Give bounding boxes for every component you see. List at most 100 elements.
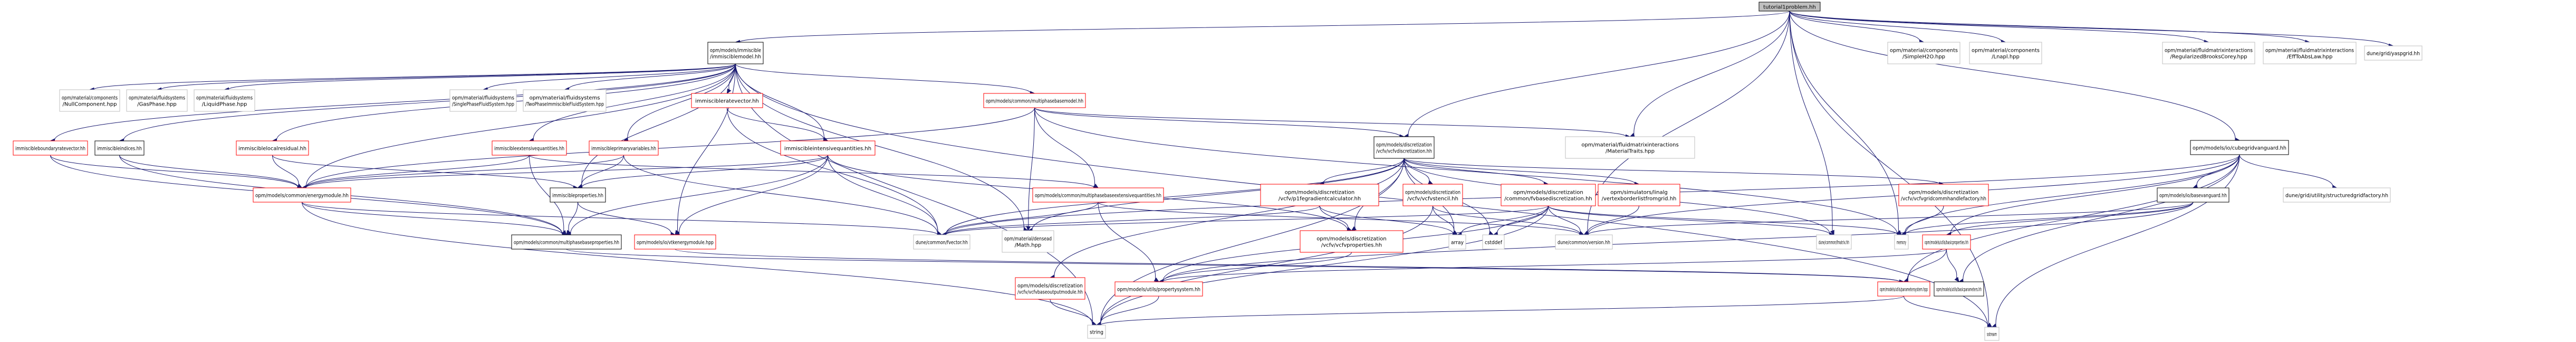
node-label: /vcfv/p1fegradientcalculator.hh	[1279, 196, 1361, 202]
edge-immiq-to-energy	[301, 155, 828, 190]
node-label: opm/simulators/linalg	[1610, 190, 1667, 196]
arrowhead	[1954, 277, 1959, 282]
node-label: opm/material/densead	[1004, 236, 1052, 242]
node-label: string	[1090, 330, 1103, 336]
arrowhead	[296, 184, 303, 188]
edge-immprops-to-mpbprops	[566, 202, 578, 236]
arrowhead	[566, 230, 571, 236]
node-basevang[interactable]: opm/models/io/basevanguard.hh	[2157, 187, 2229, 203]
node-fvbasedisc[interactable]: opm/models/discretization/common/fvbased…	[1501, 184, 1596, 206]
edge-mpbmodel-to-memory	[1034, 107, 1902, 237]
node-box	[59, 89, 120, 112]
node-root[interactable]: tutorial1problem.hh	[1758, 2, 1821, 12]
node-mpbprops[interactable]: opm/models/common/multiphasebaseproperti…	[511, 234, 622, 250]
node-label: opm/material/components	[62, 96, 118, 101]
node-label: /LiquidPhase.hpp	[202, 102, 247, 108]
node-propsys[interactable]: opm/models/utils/propertysystem.hh	[1114, 281, 1203, 297]
node-vcfvgch[interactable]: opm/models/discretization/vcfv/vcfvgridc…	[1898, 184, 1989, 206]
node-vcfvdisc[interactable]: opm/models/discretization/vcfv/vcfvdiscr…	[1373, 136, 1435, 159]
node-label: /vertexborderlistfromgrid.hh	[1602, 196, 1677, 202]
node-label: /common/fvbasediscretization.hh	[1504, 196, 1592, 202]
node-label: immiscibleprimaryvariables.hh	[591, 146, 656, 152]
node-box	[1758, 2, 1821, 12]
arrowhead	[1351, 226, 1357, 231]
node-basicprops[interactable]: opm/models/utils/basicproperties.hh	[1922, 234, 1971, 250]
edge-paramsys-to-sstream	[1904, 296, 1993, 329]
edge-mpbmodel-to-mpbext	[1034, 107, 1099, 188]
node-vcfvbom[interactable]: opm/models/discretization/vcfv/vcfvbaseo…	[1015, 277, 1085, 300]
node-box	[492, 140, 567, 156]
node-box	[2283, 187, 2391, 203]
node-label: opm/models/io/vtkenergymodule.hpp	[637, 240, 714, 246]
node-box	[1002, 230, 1054, 253]
node-immiq[interactable]: immiscibleintensivequantities.hh	[780, 140, 876, 156]
node-label: /RegularizedBrooksCorey.hpp	[2170, 54, 2247, 60]
node-basicparams[interactable]: opm/models/utils/basicparameters.hh	[1934, 281, 1984, 297]
node-label: immiscibleindices.hh	[97, 146, 142, 152]
node-box	[1598, 184, 1680, 206]
node-box	[1260, 184, 1379, 206]
node-p1fe[interactable]: opm/models/discretization/vcfv/p1fegradi…	[1260, 184, 1379, 206]
node-energy[interactable]: opm/models/common/energymodule.hh	[253, 187, 351, 203]
arrowhead	[1154, 277, 1160, 282]
arrowhead	[1427, 180, 1434, 185]
node-label: opm/models/discretization	[1017, 283, 1083, 289]
node-spfs: opm/material/fluidsystems/SinglePhaseFlu…	[449, 89, 517, 112]
node-label: /MaterialTraits.hpp	[1606, 149, 1655, 155]
edge-root-to-immmodel	[735, 11, 1790, 45]
node-label: opm/models/utils/basicparameters.hh	[1936, 287, 1982, 293]
node-box	[253, 187, 351, 203]
node-cubegrid[interactable]: opm/models/io/cubegridvanguard.hh	[2190, 140, 2289, 155]
node-box	[13, 140, 88, 156]
node-box	[1501, 184, 1596, 206]
edge-paramsys-to-string	[1095, 296, 1904, 328]
node-yasp: dune/grid/yaspgrid.hh	[2364, 45, 2423, 61]
node-simpleh2o: opm/material/components/SimpleH2O.hpp	[1887, 42, 1960, 64]
edge-immrate-to-fvector	[727, 107, 943, 236]
node-box	[2162, 42, 2255, 64]
node-vblfg[interactable]: opm/simulators/linalg/vertexborderlistfr…	[1598, 184, 1680, 206]
node-mpbext[interactable]: opm/models/common/multiphasebaseextensiv…	[1032, 187, 1164, 203]
node-label: sstream	[1987, 332, 1997, 338]
node-label: opm/material/components	[1890, 48, 1958, 54]
node-immidx[interactable]: immiscibleindices.hh	[94, 140, 145, 156]
node-label: /NullComponent.hpp	[62, 102, 117, 108]
node-mpbmodel[interactable]: opm/models/common/multiphasebasemodel.hh	[983, 93, 1086, 108]
node-label: opm/models/utils/basicproperties.hh	[1925, 240, 1968, 246]
node-immmodel[interactable]: opm/models/immiscible/immisciblemodel.hh	[707, 42, 764, 64]
node-immbrv[interactable]: immiscibleboundaryratevector.hh	[13, 140, 88, 156]
node-immprops[interactable]: immiscibleproperties.hh	[550, 187, 606, 203]
node-label: memory	[1897, 240, 1906, 246]
node-vtkenergy[interactable]: opm/models/io/vtkenergymodule.hpp	[634, 234, 716, 250]
node-label: immiscibleboundaryratevector.hh	[15, 146, 85, 152]
edge-immpv-to-fvector	[623, 155, 943, 237]
node-box	[2263, 42, 2357, 64]
arrowhead	[1830, 230, 1834, 236]
node-memory: memory	[1894, 234, 1909, 250]
node-vcfvprops[interactable]: opm/models/discretization/vcfv/vcfvprope…	[1300, 230, 1404, 253]
edge-vcfvdisc-to-p1fe	[1319, 158, 1405, 186]
node-label: opm/material/fluidsystems	[129, 96, 185, 101]
node-box	[523, 89, 607, 112]
node-liqphase: opm/material/fluidsystems/LiquidPhase.hp…	[194, 89, 255, 112]
edge-root-to-vcfvdisc	[1403, 11, 1790, 138]
node-immrate[interactable]: immiscibleratevector.hh	[691, 93, 763, 108]
node-matTraits: opm/material/fluidmatrixinteractions/Mat…	[1565, 136, 1695, 159]
node-vcfvstencil[interactable]: opm/models/discretization/vcfv/vcfvstenc…	[1402, 184, 1463, 206]
node-immlr[interactable]: immisciblelocalresidual.hh	[236, 140, 309, 156]
edge-immlr-to-energy	[272, 155, 303, 188]
node-immpv[interactable]: immiscibleprimaryvariables.hh	[589, 140, 659, 156]
node-label: /vcfv/vcfvproperties.hh	[1321, 243, 1382, 249]
node-paramsys[interactable]: opm/models/utils/parametersystem.hpp	[1877, 281, 1930, 297]
node-label: /vcfv/vcfvbaseoutputmodule.hh	[1017, 290, 1083, 296]
edge-cubegrid-to-sgfactory	[2239, 154, 2338, 189]
node-label: /EffToAbsLaw.hpp	[2287, 54, 2333, 60]
edge-energy-to-fvector	[302, 202, 943, 238]
node-box	[634, 234, 716, 250]
node-box	[1877, 281, 1930, 297]
edge-basicprops-to-paramsys	[1903, 249, 1947, 282]
node-box	[1448, 234, 1466, 250]
node-immext[interactable]: immiscibleextensivequantities.hh	[492, 140, 567, 156]
edge-fvbasedisc-to-version	[1548, 205, 1585, 235]
